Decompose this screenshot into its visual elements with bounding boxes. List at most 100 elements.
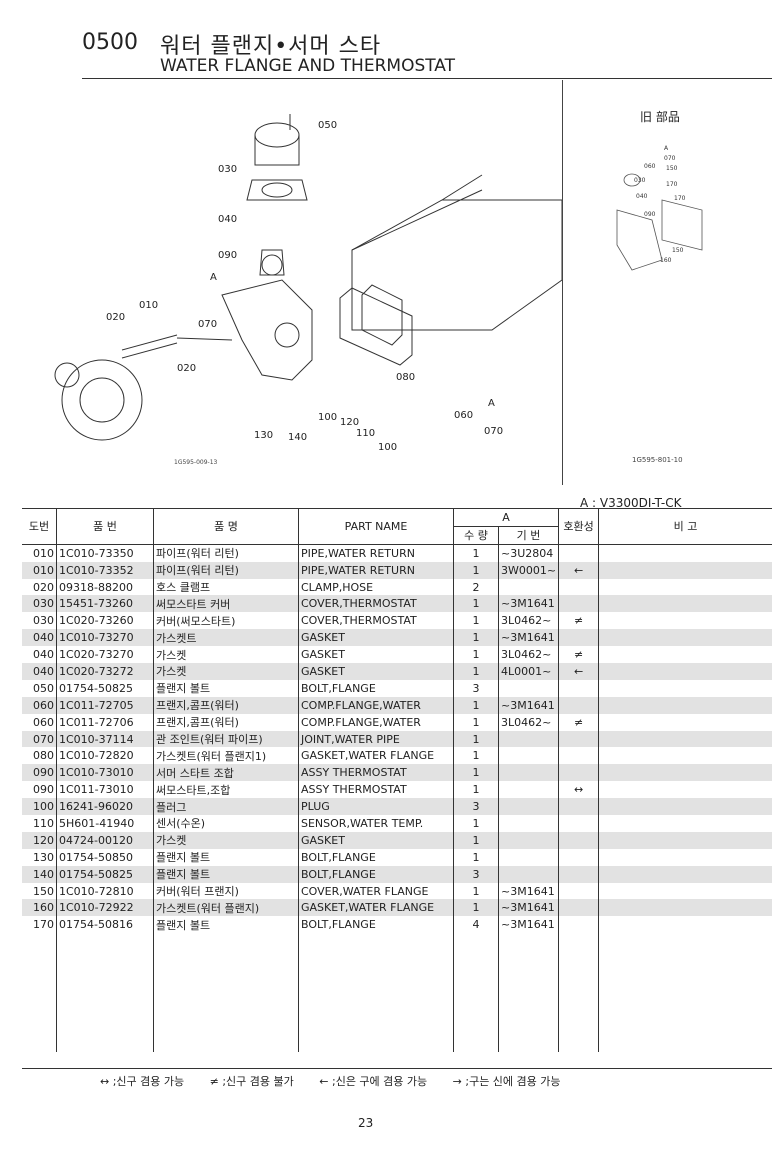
cell-x (558, 848, 599, 866)
cell-qty: 1 (453, 882, 499, 900)
cell-part: 01754-50825 (56, 865, 154, 883)
svg-text:150: 150 (672, 247, 684, 254)
cell-name: GASKET,WATER FLANGE (298, 747, 454, 765)
table-row-empty (22, 983, 772, 1001)
cell-name: ASSY THERMOSTAT (298, 781, 454, 799)
cell-kor: 파이프(워터 리턴) (153, 544, 299, 562)
cell-kor: 가스켓 (153, 831, 299, 849)
cell-part: 09318-88200 (56, 578, 154, 596)
cell-ser: ~3M1641 (497, 629, 559, 647)
cell-empty (298, 1000, 454, 1018)
cell-x: ≠ (558, 612, 599, 630)
cell-ser: ~3M1641 (497, 595, 559, 613)
cell-x (558, 679, 599, 697)
callout-120: 120 (340, 417, 359, 428)
cell-x: ≠ (558, 713, 599, 731)
callout-110: 110 (356, 428, 375, 439)
cell-empty (453, 1017, 499, 1035)
cell-no: 090 (33, 783, 54, 797)
parts-diagram: 050 030 040 090 A 010 020 070 020 080 10… (22, 80, 772, 490)
page-number: 23 (358, 1116, 374, 1130)
cell-qty: 1 (453, 629, 499, 647)
cell-empty (298, 1017, 454, 1035)
cell-no: 040 (33, 648, 54, 662)
cell-no: 110 (33, 816, 54, 830)
cell-remarks (598, 815, 772, 832)
cell-part: 1C010-37114 (56, 730, 154, 748)
cell-remarks (598, 798, 772, 816)
cell-remarks (598, 578, 772, 596)
cell-remarks (598, 882, 772, 900)
cell-part: 1C010-72820 (56, 747, 154, 765)
cell-remarks (598, 831, 772, 849)
cell-name: GASKET (298, 646, 454, 664)
callout-100b: 100 (378, 442, 397, 453)
cell-part: 1C011-72706 (56, 713, 154, 731)
cell-kor: 호스 클램프 (153, 578, 299, 596)
cell-no: 140 (22, 865, 57, 883)
callout-a: A (210, 272, 217, 283)
cell-qty: 1 (453, 831, 499, 849)
cell-part: 16241-96020 (56, 798, 154, 816)
inset-ref: 1G595-801-10 (632, 456, 683, 464)
cell-part: 1C011-72705 (56, 696, 154, 714)
header-no: 도번 (22, 508, 57, 545)
cell-no: 120 (22, 831, 57, 849)
cell-empty (22, 933, 57, 950)
compatibility-legend: ↔ ;신구 겸용 가능 ≠ ;신구 겸용 불가 ← ;신은 구에 겸용 가능 →… (100, 1073, 583, 1089)
cell-name: COMP.FLANGE,WATER (298, 713, 454, 731)
svg-text:060: 060 (644, 163, 656, 170)
table-row-empty (22, 933, 772, 951)
cell-kor: 서머 스타트 조합 (153, 764, 299, 782)
callout-labels: 050 030 040 090 A 010 020 070 020 080 10… (106, 120, 503, 453)
cell-qty: 3 (453, 865, 499, 883)
cell-remarks (598, 713, 772, 731)
cell-empty (598, 950, 772, 968)
cell-ser (497, 815, 559, 832)
cell-empty (453, 967, 499, 984)
cell-remarks (598, 865, 772, 883)
header-compat: 호환성 (558, 508, 599, 545)
cell-qty: 1 (453, 544, 499, 562)
cell-x (558, 544, 599, 562)
callout-a-ref: A (488, 398, 495, 409)
cell-name: ASSY THERMOSTAT (298, 764, 454, 782)
cell-empty (56, 950, 154, 968)
cell-x (558, 815, 599, 832)
cell-empty (298, 983, 454, 1001)
cell-ser (497, 798, 559, 816)
cell-empty (22, 950, 57, 967)
table-header-row-1: 도번 품 번 품 명 PART NAME A 호환성 비 고 (22, 508, 772, 545)
cell-empty (453, 933, 499, 951)
cell-kor: 프랜지,콤프(워터) (153, 696, 299, 714)
cell-ser: ~3M1641 (497, 916, 559, 934)
cell-qty: 2 (453, 578, 499, 596)
cell-empty (453, 1000, 499, 1018)
cell-ser: ~3M1641 (497, 696, 559, 714)
cell-part: 01754-50816 (56, 916, 154, 934)
table-bottom-rule (22, 1068, 772, 1069)
cell-empty (153, 983, 299, 1001)
cell-name: BOLT,FLANGE (298, 916, 454, 934)
cell-empty (56, 933, 154, 951)
cell-kor: 프랜지,콤프(워터) (153, 713, 299, 731)
cell-no: 090 (22, 764, 57, 782)
cell-ser: 3L0462~ (497, 646, 559, 664)
svg-text:030: 030 (634, 177, 646, 184)
cell-kor: 파이프(워터 리턴) (153, 561, 299, 579)
cell-empty (598, 967, 772, 984)
cell-name: PLUG (298, 798, 454, 816)
inset-old-parts-drawing (616, 173, 703, 271)
cell-kor: 플랜지 볼트 (153, 865, 299, 883)
header-rule (82, 78, 772, 79)
cell-part: 1C020-73272 (56, 663, 154, 680)
svg-text:A: A (664, 145, 669, 152)
cell-empty (22, 1035, 57, 1052)
cell-ser (497, 747, 559, 765)
cell-empty (56, 983, 154, 1001)
